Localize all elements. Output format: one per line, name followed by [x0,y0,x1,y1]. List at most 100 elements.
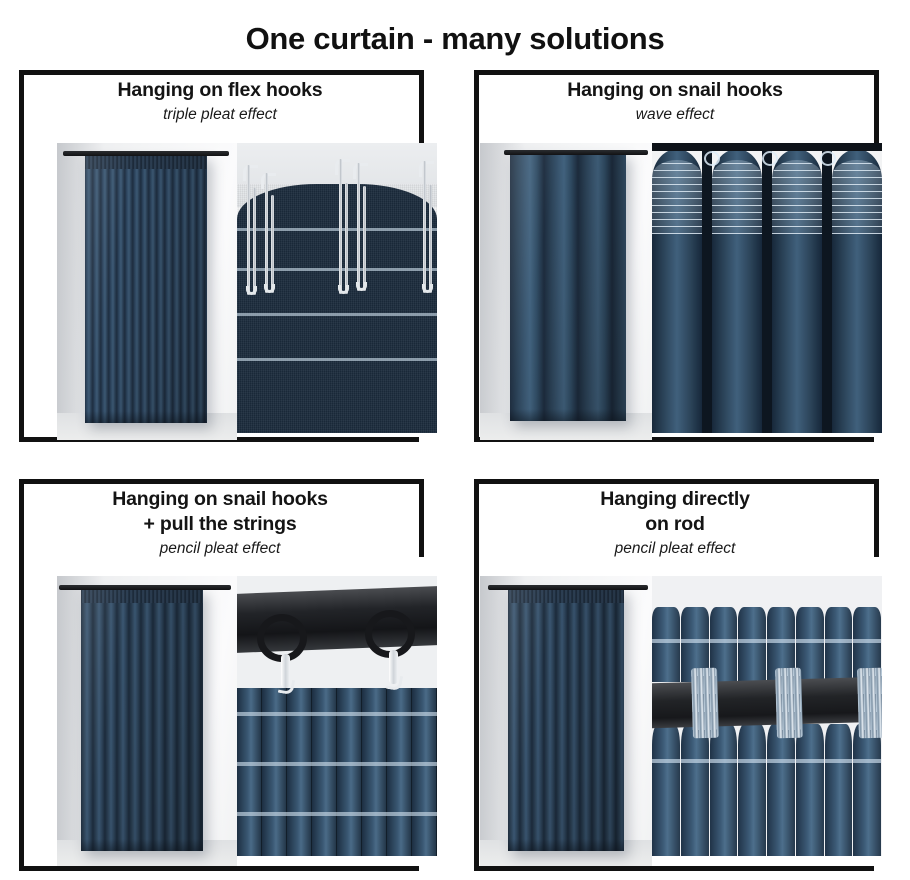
closeup-scene [237,576,437,856]
pleat-column [362,688,387,856]
panel-photos [57,143,437,440]
hook-prong [247,165,250,295]
panel-title: Hanging on flex hooks [117,79,323,101]
hook-curve [419,161,434,177]
hook-curve [243,165,258,181]
pleat-column [853,724,881,856]
closeup-scene [652,143,882,433]
panel-photos [480,143,882,440]
hook-base [338,285,349,294]
pleat-columns [237,688,437,856]
panel-directly-on-rod: Hanging directly on rod pencil pleat eff… [455,471,900,876]
flex-hook-icon [419,161,434,293]
photo-curtain-full [57,143,237,440]
curtain-heading-tape [81,589,203,603]
fabric-weave [237,183,437,433]
photo-curtain-full [57,576,237,866]
closeup-scene [652,576,882,856]
curtain-hem [81,839,203,851]
flex-hook-icon [261,173,276,293]
pleat-column [237,688,262,856]
curtain-heading-tape [508,589,624,603]
wave-gap [822,149,832,433]
curtain-hem [85,411,207,423]
snail-hook-icon [762,151,778,166]
photo-hook-closeup [237,143,437,433]
photo-curtain-full [480,143,652,440]
flex-hook-icon [243,165,258,295]
gathered-tape [857,668,882,739]
frame-corner-tab [419,70,424,148]
panel-snail-hooks-strings: Hanging on snail hooks + pull the string… [0,471,445,876]
wave-fold [652,149,702,433]
panel-caption: Hanging directly on rod pencil pleat eff… [479,487,871,560]
curtain-rod [652,676,882,728]
wave-gap [762,149,772,433]
hook-base [264,284,275,293]
curtain-rod [488,585,648,590]
curtain-pleats [85,155,207,423]
pleat-column [824,606,853,683]
hook-prong [423,161,426,293]
solutions-grid: Hanging on flex hooks triple pleat effec… [0,62,910,880]
curtain-sheen [81,589,203,851]
pleat-column [824,724,853,856]
hook-curve [335,159,350,175]
curtain-sheen [85,155,207,423]
pleat-column [709,724,738,856]
wave-fold [832,149,882,433]
pleat-column [412,688,437,856]
frame-corner-tab [874,479,879,557]
snail-hook-icon [704,151,720,166]
pleats-above-rod [652,606,882,683]
panel-photos [480,576,882,866]
curtain-panel [508,589,624,851]
curtain-tape [832,160,882,235]
page-title: One curtain - many solutions [245,21,665,56]
flex-hook-icon [335,159,350,294]
hook-prong [271,194,274,293]
tape-band [237,711,437,716]
pleat-column [652,724,680,856]
panel-title: Hanging on snail hooks + pull the string… [112,488,328,535]
hook-base [246,286,257,295]
tape-band [237,761,437,766]
curtain-panel [85,155,207,423]
curtain-pleats [81,589,203,851]
flex-hook-icon [353,163,368,291]
wave-fold [772,149,822,433]
snail-hook-icon [281,654,290,688]
hook-prong [357,163,360,291]
curtain-rod [63,151,229,156]
wave-fold [712,149,762,433]
curtain-tape [712,160,762,235]
hook-prong [265,173,268,293]
pleat-column [738,606,766,683]
hook-prong [429,184,432,293]
tape-band [237,268,437,272]
curtain-hem [508,839,624,851]
pleat-column [312,688,337,856]
hook-base [422,284,433,293]
closeup-fabric [237,183,437,433]
hook-prong [339,159,342,294]
hook-prong [363,186,366,291]
panel-caption: Hanging on snail hooks + pull the string… [24,487,416,560]
pleat-column [262,688,287,856]
tape-band [237,358,437,362]
wave-gap [702,149,712,433]
panel-subtitle: wave effect [635,106,715,123]
curtain-pleats [508,589,624,851]
pleat-column [767,724,795,856]
frame-corner-tab [419,479,424,557]
panel-subtitle: triple pleat effect [163,106,277,123]
curtain-heading-tape [85,155,207,169]
panel-flex-hooks: Hanging on flex hooks triple pleat effec… [0,62,445,467]
tape-band [237,228,437,232]
panel-title: Hanging on snail hooks [567,79,783,101]
pleat-column [680,724,709,856]
pleat-column [795,724,824,856]
panel-photos [57,576,437,866]
panel-subtitle: pencil pleat effect [159,540,281,557]
snail-hook-icon [820,151,836,166]
